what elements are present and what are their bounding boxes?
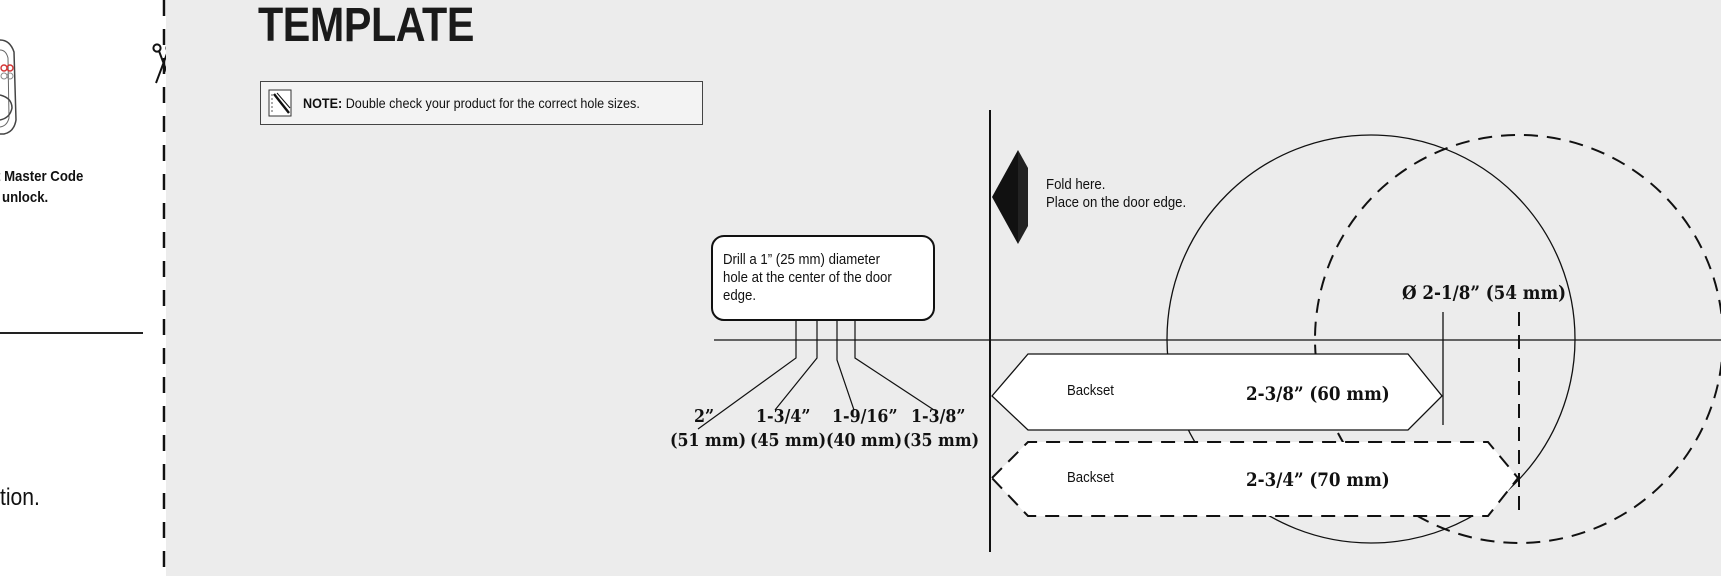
- master-code-text: t Master Code: [0, 168, 84, 185]
- thickness-1-inch: 1-3/4”: [756, 406, 811, 427]
- page-title: TEMPLATE: [258, 0, 474, 52]
- thickness-1-mm: (45 mm): [750, 430, 827, 451]
- fold-line1: Fold here.: [1046, 176, 1106, 193]
- thickness-3-mm: (35 mm): [903, 430, 980, 451]
- backset-60mm-shape: [991, 353, 1443, 431]
- thickness-3-inch: 1-3/8”: [911, 406, 966, 427]
- backset-70mm-shape: [990, 441, 1520, 517]
- template-diagram: [697, 110, 1721, 552]
- left-panel: t Master Code unlock. tion.: [0, 0, 150, 576]
- fold-line2: Place on the door edge.: [1046, 194, 1187, 211]
- unlock-text: unlock.: [2, 189, 49, 206]
- thickness-2-mm: (40 mm): [826, 430, 903, 451]
- template-area: TEMPLATE NOTE: Double check your product…: [166, 0, 1721, 576]
- drill-callout-line2: hole at the center of the door: [723, 269, 892, 286]
- thickness-2-inch: 1-9/16”: [832, 406, 898, 427]
- drill-callout-box: [711, 235, 935, 321]
- note-text: NOTE: Double check your product for the …: [303, 95, 640, 111]
- hole-circle-60mm: [1166, 134, 1576, 544]
- drill-callout-line1: Drill a 1” (25 mm) diameter: [723, 251, 880, 268]
- backset-60mm-label: Backset: [1067, 382, 1114, 399]
- note-box: NOTE: Double check your product for the …: [260, 81, 703, 125]
- thickness-0-inch: 2”: [694, 406, 715, 427]
- backset-70mm-label: Backset: [1067, 469, 1114, 486]
- thickness-0-mm: (51 mm): [670, 430, 747, 451]
- drill-callout-line3: edge.: [723, 287, 757, 304]
- fold-arrow-icon: [992, 150, 1018, 244]
- divider-line: [0, 332, 143, 334]
- backset-60mm-value: 2-3/8” (60 mm): [1246, 383, 1390, 405]
- partial-text: tion.: [0, 484, 40, 511]
- pencil-note-icon: [268, 89, 292, 117]
- note-label: NOTE:: [303, 95, 343, 111]
- backset-70mm-value: 2-3/4” (70 mm): [1246, 469, 1390, 491]
- hole-diameter-label: Ø 2-1/8” (54 mm): [1402, 282, 1567, 304]
- keypad-lock-icon: [0, 39, 17, 135]
- note-message: Double check your product for the correc…: [345, 95, 640, 111]
